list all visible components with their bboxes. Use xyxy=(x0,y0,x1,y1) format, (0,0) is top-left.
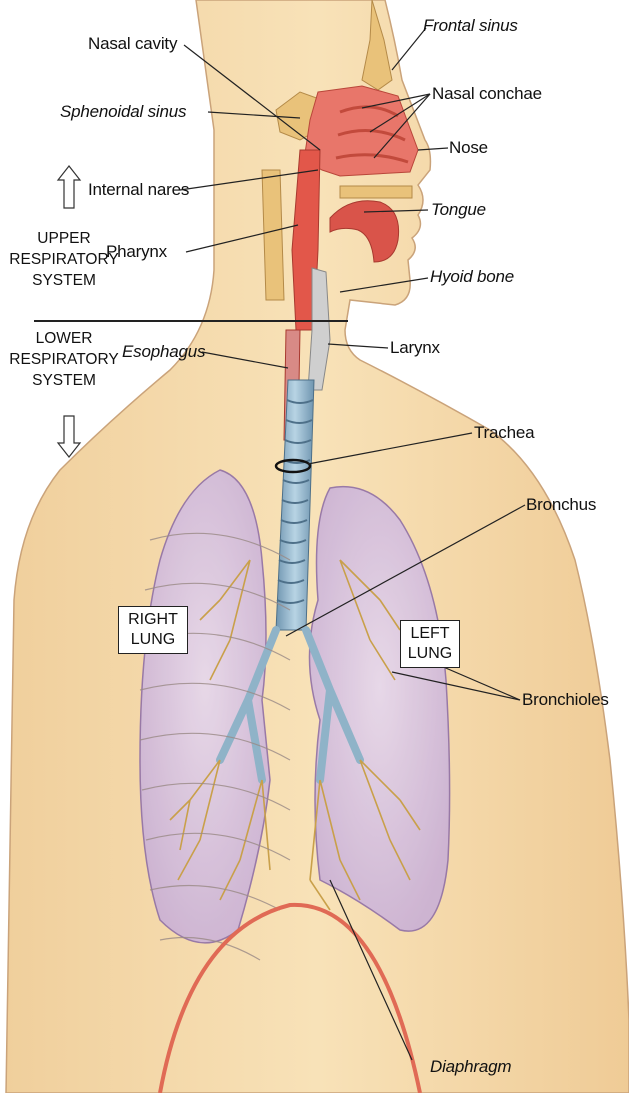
label-bronchioles: Bronchioles xyxy=(522,690,609,710)
label-sphenoidal-sinus: Sphenoidal sinus xyxy=(60,102,186,122)
label-nasal-conchae: Nasal conchae xyxy=(432,84,542,104)
lower-respiratory-system-label: LOWER RESPIRATORY SYSTEM xyxy=(5,328,123,391)
palate-bone xyxy=(340,186,412,198)
right-lung-box: RIGHT LUNG xyxy=(118,606,188,654)
upper-respiratory-system-label: UPPER RESPIRATORY SYSTEM xyxy=(5,228,123,291)
left-lung-line-1: LEFT xyxy=(405,624,455,644)
label-nose: Nose xyxy=(449,138,488,158)
upper-line-1: UPPER xyxy=(5,228,123,249)
lower-line-3: SYSTEM xyxy=(5,370,123,391)
label-bronchus: Bronchus xyxy=(526,495,596,515)
right-lung-line-2: LUNG xyxy=(123,630,183,650)
label-frontal-sinus: Frontal sinus xyxy=(423,16,518,36)
up-arrow-icon xyxy=(58,166,80,208)
label-tongue: Tongue xyxy=(431,200,486,220)
label-esophagus: Esophagus xyxy=(122,342,205,362)
label-larynx: Larynx xyxy=(390,338,440,358)
label-trachea: Trachea xyxy=(474,423,534,443)
right-lung-line-1: RIGHT xyxy=(123,610,183,630)
label-hyoid-bone: Hyoid bone xyxy=(430,267,514,287)
label-nasal-cavity: Nasal cavity xyxy=(88,34,177,54)
label-diaphragm: Diaphragm xyxy=(430,1057,511,1077)
lower-line-1: LOWER xyxy=(5,328,123,349)
upper-line-2: RESPIRATORY xyxy=(5,249,123,270)
left-lung-line-2: LUNG xyxy=(405,644,455,664)
left-lung-box: LEFT LUNG xyxy=(400,620,460,668)
spine-bone xyxy=(262,170,284,300)
lower-line-2: RESPIRATORY xyxy=(5,349,123,370)
upper-line-3: SYSTEM xyxy=(5,270,123,291)
down-arrow-icon xyxy=(58,416,80,457)
label-internal-nares: Internal nares xyxy=(88,180,189,200)
